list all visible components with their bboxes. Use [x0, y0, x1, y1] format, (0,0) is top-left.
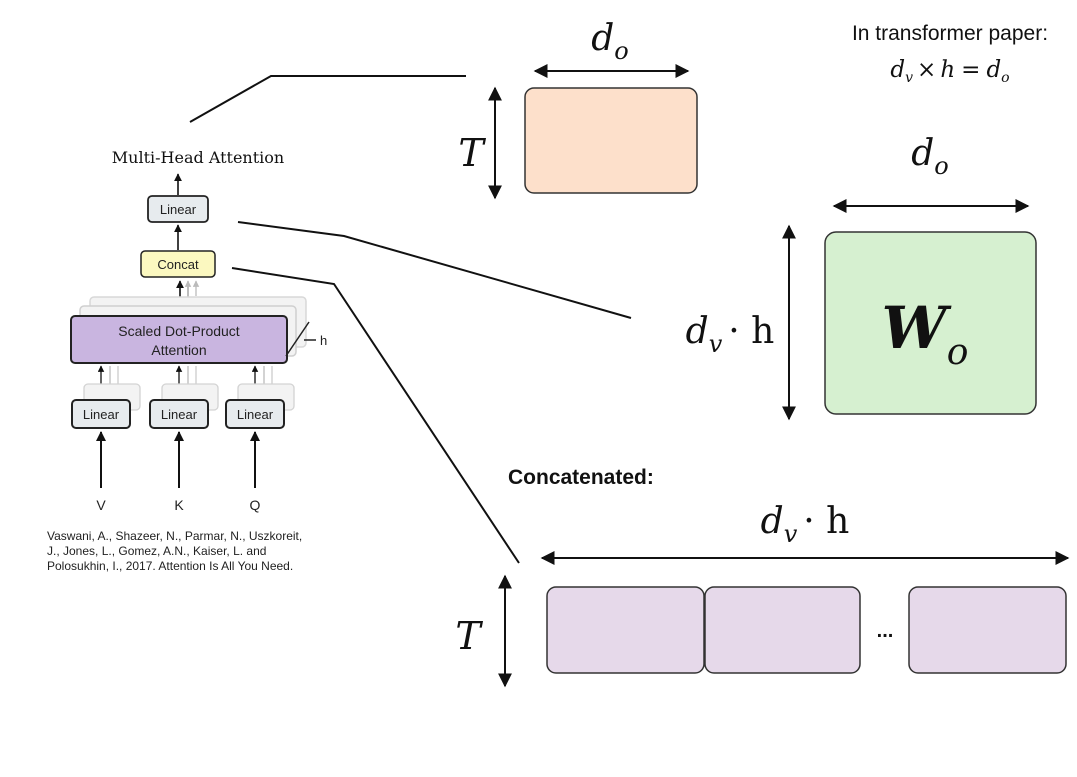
- note-equation: dv×h=do: [890, 57, 1009, 86]
- connector-concat-to-concatenated: [231, 267, 520, 564]
- weight-matrix: do dv· h Wo: [686, 133, 1037, 421]
- output-height-label: T: [458, 131, 486, 175]
- input-q-label: Q: [250, 497, 261, 513]
- linear-k-block: [149, 399, 209, 429]
- concatenated-height-label: T: [455, 614, 483, 658]
- sdpa-label-line2: Attention: [151, 342, 206, 358]
- note-line-1: In transformer paper:: [852, 22, 1048, 45]
- connector-lines: [189, 75, 632, 564]
- weight-height-label: dv· h: [686, 311, 775, 358]
- concat-block: [140, 250, 216, 278]
- concatenated-title: Concatenated:: [508, 466, 654, 489]
- linear-top-block: [147, 195, 209, 223]
- input-v-label: V: [96, 497, 106, 513]
- concatenated-ellipsis: ...: [877, 620, 894, 642]
- heads-label: h: [320, 333, 327, 348]
- concatenated-head-2: [704, 586, 861, 674]
- concatenated-head-last: [908, 586, 1067, 674]
- mha-diagram: Multi-Head Attention Linear Concat Scale…: [70, 148, 327, 513]
- linear-q-block: [225, 399, 285, 429]
- mha-title: Multi-Head Attention: [112, 148, 284, 167]
- connector-linear-to-weight: [237, 221, 632, 319]
- linear-v-label: Linear: [83, 407, 120, 422]
- weight-width-label: do: [911, 133, 949, 180]
- citation-line-2: J., Jones, L., Gomez, A.N., Kaiser, L. a…: [47, 544, 266, 558]
- weight-matrix-name: Wo: [882, 294, 969, 373]
- weight-matrix-block: [824, 231, 1037, 415]
- output-matrix: do T: [458, 18, 698, 200]
- citation-line-1: Vaswani, A., Shazeer, N., Parmar, N., Us…: [47, 529, 302, 543]
- connector-output: [189, 75, 466, 123]
- concatenated-width-label: dv· h: [761, 501, 850, 548]
- heads-bracket: [285, 321, 310, 357]
- linear-top-label: Linear: [160, 202, 197, 217]
- linear-q-label: Linear: [237, 407, 274, 422]
- input-k-label: K: [174, 497, 184, 513]
- output-matrix-block: [524, 87, 698, 194]
- linear-k-label: Linear: [161, 407, 198, 422]
- sdpa-label-line1: Scaled Dot-Product: [118, 323, 240, 339]
- concatenated-head-1: [546, 586, 705, 674]
- linear-v-block: [71, 399, 131, 429]
- concatenated-matrix: Concatenated: dv· h T ...: [455, 466, 1070, 688]
- citation-line-3: Polosukhin, I., 2017. Attention Is All Y…: [47, 559, 293, 573]
- output-width-label: do: [591, 18, 629, 65]
- transformer-note: In transformer paper: dv×h=do: [852, 22, 1048, 86]
- citation: Vaswani, A., Shazeer, N., Parmar, N., Us…: [47, 529, 302, 573]
- sdpa-block: [70, 315, 288, 364]
- concat-label: Concat: [157, 257, 199, 272]
